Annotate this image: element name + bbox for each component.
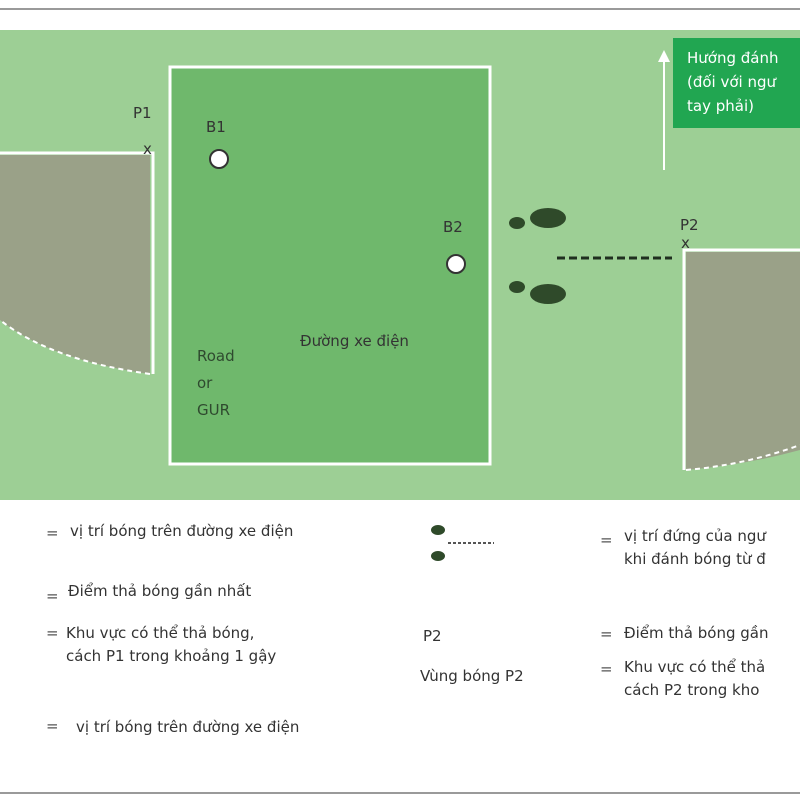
legend-nearest-drop-point: Điểm thả bóng gần nhất (68, 582, 252, 600)
legend-eq-3: = (46, 624, 59, 642)
legend-p2-label: P2 (423, 627, 442, 645)
p2-marker: x (681, 234, 690, 252)
drop-zone-p1-edge (0, 151, 155, 374)
b2-label: B2 (443, 218, 463, 236)
legend-eq-2: = (46, 587, 59, 605)
road-word: Road (197, 347, 235, 365)
direction-arrow-head (658, 50, 670, 62)
or-word: or (197, 374, 213, 392)
footprint-right-toe (509, 281, 525, 293)
legend-stance-symbol (431, 525, 494, 561)
legend-footprint-bottom (431, 551, 445, 561)
legend-zone-p2: Vùng bóng P2 (420, 667, 524, 685)
legend-ball-position: vị trí bóng trên đường xe điện (70, 522, 294, 540)
b1-label: B1 (206, 118, 226, 136)
p1-marker: x (143, 140, 152, 158)
direction-label: Hướng đánh (đối với ngư tay phải) (687, 49, 779, 115)
legend-eq-6: = (600, 625, 613, 643)
drop-zone-p1-arc (0, 319, 151, 375)
footprint-left-toe (509, 217, 525, 229)
legend-eq-4: = (46, 717, 59, 735)
legend-footprint-top (431, 525, 445, 535)
direction-box: Hướng đánh (đối với ngư tay phải) (673, 38, 800, 128)
road-or-gur-label: Road or GUR (197, 343, 235, 424)
ball-b2 (446, 254, 466, 274)
drop-zone-p1 (0, 155, 150, 374)
drop-zone-p2-arc (685, 444, 800, 471)
gur-word: GUR (197, 401, 231, 419)
footprint-left-sole (530, 208, 566, 228)
drop-zone-p2 (686, 252, 800, 470)
field-drawing (0, 50, 800, 471)
ball-b1 (209, 149, 229, 169)
bottom-border (0, 792, 800, 794)
top-border (0, 8, 800, 10)
footprint-right-sole (530, 284, 566, 304)
legend-drop-area-p2: Khu vực có thể thả cách P2 trong kho (624, 658, 766, 699)
legend-nearest-drop-point-2: Điểm thả bóng gần (624, 624, 769, 642)
legend-ball-position-2: vị trí bóng trên đường xe điện (76, 718, 300, 736)
p1-label: P1 (133, 104, 152, 122)
golf-field: P1 x B1 B2 P2 x Đường xe điện Road or GU… (0, 30, 800, 500)
road-area (168, 65, 492, 466)
drop-zone-p2-edge (682, 248, 800, 470)
legend-eq-5: = (600, 531, 613, 549)
legend-stance-position: vị trí đứng của ngư khi đánh bóng từ đ (624, 527, 766, 568)
legend-eq-1: = (46, 524, 59, 542)
legend-drop-area-p1: Khu vực có thể thả bóng, cách P1 trong k… (66, 624, 277, 665)
legend-eq-7: = (600, 660, 613, 678)
road-name-label: Đường xe điện (300, 332, 409, 350)
p2-label: P2 (680, 216, 699, 234)
